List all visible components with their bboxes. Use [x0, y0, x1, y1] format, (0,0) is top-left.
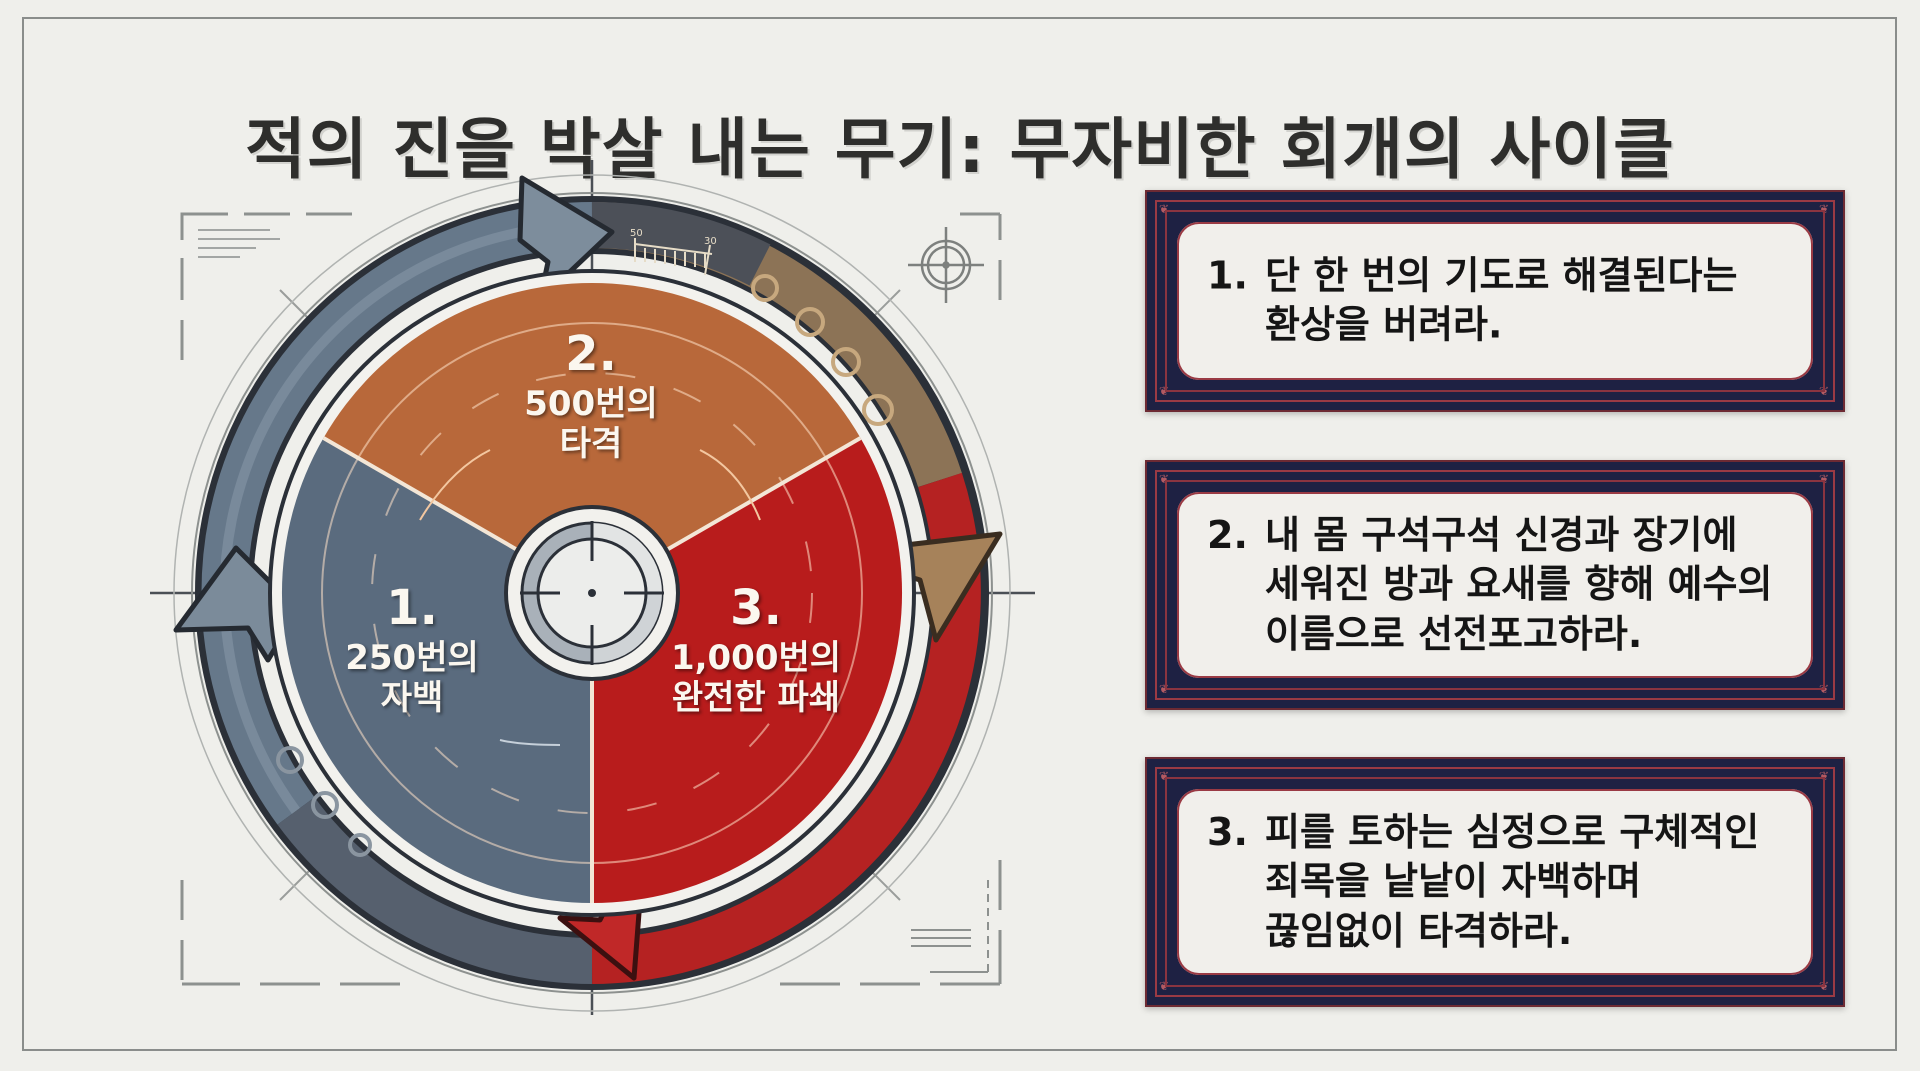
ruler-label: 30 — [704, 236, 717, 247]
ruler-label: 50 — [630, 228, 643, 239]
corner-ornament-icon: ❦ — [1159, 472, 1170, 486]
card-body: 단 한 번의 기도로 해결된다는 환상을 버려라. — [1265, 253, 1738, 347]
corner-ornament-icon: ❦ — [1819, 769, 1830, 783]
corner-ornament-icon: ❦ — [1159, 979, 1170, 993]
corner-ornament-icon: ❦ — [1819, 202, 1830, 216]
corner-ornament-icon: ❦ — [1159, 769, 1170, 783]
outer-guide-circle — [191, 192, 993, 994]
segment-label-destruction: 3. 1,000번의 완전한 파쇄 — [670, 580, 842, 719]
corner-ornament-icon: ❦ — [1819, 682, 1830, 696]
ruler — [634, 238, 713, 276]
crosshair-icon — [908, 227, 984, 303]
corner-ornament-icon: ❦ — [1819, 384, 1830, 398]
card-text: 3. 피를 토하는 심정으로 구체적인 죄목을 낱낱이 자백하며 끊임없이 타격… — [1207, 808, 1803, 956]
card-number: 2. — [1207, 512, 1248, 557]
corner-ornament-icon: ❦ — [1159, 682, 1170, 696]
instruction-card-2: ❦ ❦ ❦ ❦ 2. 내 몸 구석구석 신경과 장기에 세워진 방과 요새를 향… — [1145, 460, 1845, 710]
card-panel — [1177, 222, 1813, 380]
center-hub-crosshair — [504, 505, 680, 681]
segment-label-strike: 2. 500번의 타격 — [524, 326, 658, 465]
blueprint-notes — [198, 229, 971, 947]
card-number: 1. — [1207, 253, 1248, 298]
blueprint-frame — [180, 212, 1002, 986]
segment-label-confession: 1. 250번의 자백 — [345, 580, 479, 719]
page-title: 적의 진을 박살 내는 무기: 무자비한 회개의 사이클 — [245, 111, 1675, 189]
gear-icon — [751, 274, 894, 426]
card-text: 2. 내 몸 구석구석 신경과 장기에 세워진 방과 요새를 향해 예수의 이름… — [1207, 511, 1803, 659]
page-frame — [22, 17, 1897, 1051]
card-body: 피를 토하는 심정으로 구체적인 죄목을 낱낱이 자백하며 끊임없이 타격하라. — [1265, 809, 1760, 953]
corner-ornament-icon: ❦ — [1819, 979, 1830, 993]
corner-ornament-icon: ❦ — [1819, 472, 1830, 486]
card-panel — [1177, 789, 1813, 975]
card-panel — [1177, 492, 1813, 678]
card-number: 3. — [1207, 809, 1248, 854]
corner-ornament-icon: ❦ — [1159, 384, 1170, 398]
gear-icon — [276, 746, 372, 857]
instruction-card-1: ❦ ❦ ❦ ❦ 1. 단 한 번의 기도로 해결된다는 환상을 버려라. — [1145, 190, 1845, 412]
card-body: 내 몸 구석구석 신경과 장기에 세워진 방과 요새를 향해 예수의 이름으로 … — [1265, 512, 1773, 656]
instruction-card-3: ❦ ❦ ❦ ❦ 3. 피를 토하는 심정으로 구체적인 죄목을 낱낱이 자백하며… — [1145, 757, 1845, 1007]
card-text: 1. 단 한 번의 기도로 해결된다는 환상을 버려라. — [1207, 252, 1803, 351]
corner-ornament-icon: ❦ — [1159, 202, 1170, 216]
